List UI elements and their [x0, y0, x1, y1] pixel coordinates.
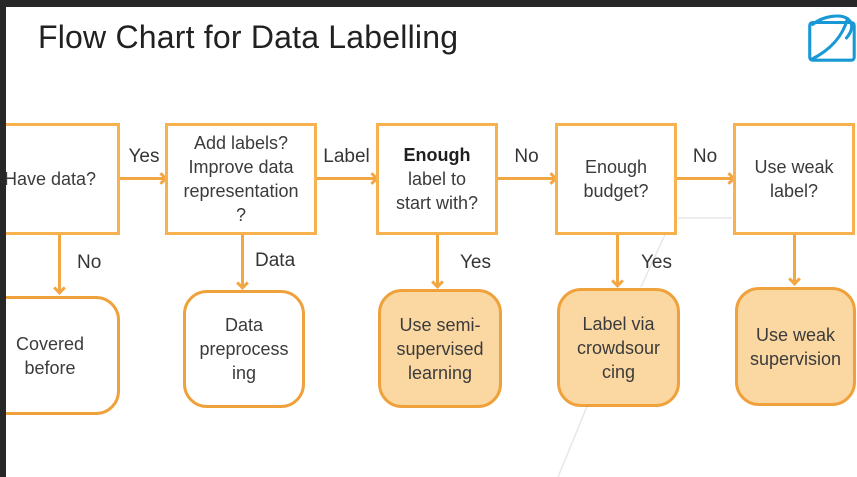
edge-label-yes: Yes: [641, 252, 672, 273]
edge-label-data: Data: [255, 250, 296, 271]
node-use-weak-supervision: Use weak supervision: [735, 287, 856, 406]
node-have-data: Have data?: [0, 123, 120, 235]
edge-label-no: No: [77, 252, 102, 273]
node-label: Have data?: [3, 169, 97, 189]
edge-label-label: Label: [323, 146, 370, 167]
node-label: Use semi- supervised learning: [396, 314, 484, 383]
node-label-bold: Enough: [403, 145, 471, 165]
node-covered-before: Covered before: [0, 296, 120, 415]
node-label: Add labels? Improve data representation …: [183, 133, 299, 225]
edge-use-weak-label-to-weak-supervision: [788, 235, 801, 286]
edge-label-yes: Yes: [460, 252, 491, 273]
arrowhead-icon: [431, 276, 444, 289]
edge-enough-label-to-semi-supervised: [431, 235, 444, 289]
node-label-via-crowdsourcing: Label via crowdsour cing: [557, 288, 680, 407]
left-frame-bar: [0, 0, 6, 477]
node-label: Enough budget?: [583, 157, 649, 201]
edge-label-no: No: [692, 146, 718, 167]
arrowhead-icon: [788, 273, 801, 286]
edge-add-labels-to-data-preprocessing: [236, 235, 249, 290]
page-title: Flow Chart for Data Labelling: [38, 19, 459, 55]
node-use-weak-label: Use weak label?: [733, 123, 855, 235]
brand-logo-icon: [808, 14, 856, 62]
arrowhead-icon: [236, 277, 249, 290]
edge-enough-budget-to-crowdsourcing: [611, 235, 624, 288]
edge-enough-label-to-enough-budget: [498, 172, 558, 185]
edge-label-no: No: [514, 146, 539, 167]
node-label: Label via crowdsour cing: [576, 313, 661, 382]
node-data-preprocessing: Data preprocess ing: [183, 290, 305, 408]
node-label: Use weak label?: [754, 157, 834, 201]
node-enough-budget: Enough budget?: [555, 123, 677, 235]
node-label: Data preprocess ing: [199, 315, 289, 383]
node-use-semi-supervised: Use semi- supervised learning: [378, 289, 502, 408]
edge-enough-budget-to-use-weak-label: [677, 172, 736, 185]
arrowhead-icon: [611, 275, 624, 288]
node-label: Covered before: [15, 333, 85, 378]
edge-label-yes: Yes: [128, 146, 160, 167]
edge-have-data-to-add-labels: [120, 172, 168, 185]
edge-add-labels-to-enough-label: [317, 172, 379, 185]
arrowhead-icon: [53, 282, 66, 295]
node-label: Use weak supervision: [749, 324, 842, 369]
node-add-labels: Add labels? Improve data representation …: [165, 123, 317, 235]
top-frame-bar: [0, 0, 857, 7]
edge-have-data-to-covered-before: [53, 235, 66, 295]
